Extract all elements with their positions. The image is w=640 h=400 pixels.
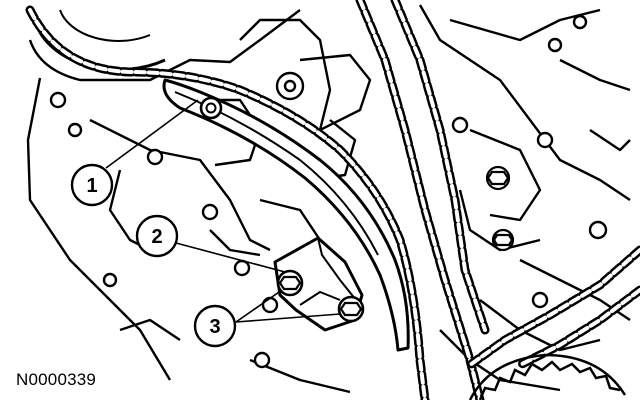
background-bolts — [485, 165, 515, 252]
callout-2: 2 — [135, 214, 179, 258]
callout-2-label: 2 — [151, 226, 162, 248]
callout-3-label: 3 — [209, 316, 220, 338]
figure-id: N0000339 — [16, 370, 97, 389]
leader-lines — [105, 99, 341, 323]
tensioner-bolts — [276, 269, 365, 323]
callout-3: 3 — [193, 304, 237, 348]
engine-block-outline — [26, 4, 631, 394]
timing-chain-guide — [162, 78, 410, 352]
crankshaft-sprocket — [468, 353, 627, 400]
timing-chain — [25, 0, 640, 400]
callout-1-label: 1 — [86, 175, 97, 197]
callout-1: 1 — [70, 163, 114, 207]
mounting-holes — [49, 14, 608, 369]
